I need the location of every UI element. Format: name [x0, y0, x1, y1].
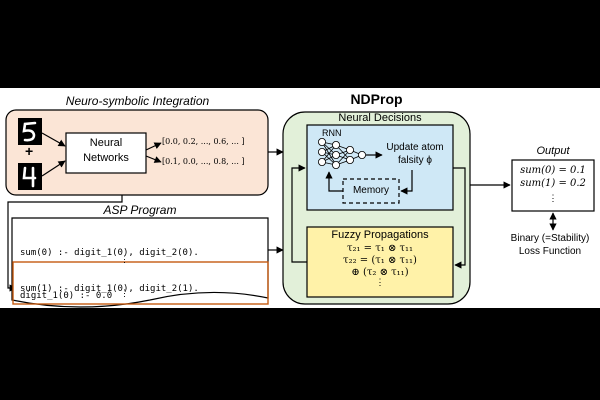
output-title: Output: [536, 145, 570, 157]
asp-rules: sum(0) :- digit_1(0), digit_2(0). sum(1)…: [20, 223, 199, 343]
update-to-memory-arrow: [400, 170, 413, 195]
fuzzy-propagations-box: [306, 226, 454, 298]
integration-to-facts-connector: [7, 195, 123, 292]
equation-tau22-cont: ⊕ (τ₂ ⊗ τ₁₁): [351, 267, 409, 278]
fuzzy-to-decisions-arrow: [291, 164, 307, 263]
fuzzy-equations: τ₂₁ = τ₁ ⊗ τ₁₁ τ₂₂ = (τ₁ ⊗ τ₁₁) ⊕ (τ₂ ⊗ …: [307, 243, 453, 288]
loss-line1: Binary (=Stability): [510, 233, 590, 244]
asp-rule: sum(1) :- digit_1(1), digit_2(0).: [20, 320, 199, 330]
rnn-label: RNN: [322, 128, 342, 138]
digit-five-to-nn-arrow: [41, 132, 66, 147]
update-line2: falsity ϕ: [398, 155, 432, 166]
neural-networks-label: Neural Networks: [66, 136, 146, 166]
nn-label-line1: Neural: [89, 137, 123, 149]
integration-title: Neuro-symbolic Integration: [65, 94, 210, 108]
loss-line2: Loss Function: [518, 246, 582, 257]
asp-rules-ellipsis: ⋮: [120, 254, 129, 264]
equation-tau22: τ₂₂ = (τ₁ ⊗ τ₁₁): [343, 255, 417, 266]
decisions-to-fuzzy-arrow: [453, 167, 466, 269]
asp-program-title: ASP Program: [103, 203, 177, 217]
output-sum1: sum(1) = 0.2: [520, 178, 586, 189]
neural-networks-box: [65, 132, 147, 174]
asp-fact: digit_2(0) :- 0.1: [20, 327, 113, 337]
output-box: [511, 159, 595, 212]
memory-label: Memory: [352, 185, 390, 196]
ndprop-title: NDProp: [350, 91, 403, 107]
asp-rule: sum(0) :- digit_1(0), digit_2(0).: [20, 248, 199, 258]
equation-tau21: τ₂₁ = τ₁ ⊗ τ₁₁: [346, 243, 414, 254]
mnist-digit-five-image: [18, 118, 42, 145]
digit-four-to-nn-arrow: [41, 160, 66, 177]
asp-facts-ellipsis: ⋮: [120, 288, 129, 298]
probability-vector-1: [0.0, 0.2, ..., 0.6, ... ]: [162, 137, 245, 146]
asp-facts-highlight: [12, 261, 269, 305]
nn-to-vector2-arrow: [145, 155, 162, 163]
plus-sign: +: [25, 143, 34, 159]
output-ellipsis: ⋮: [548, 193, 558, 203]
mnist-digit-four-image: [18, 163, 42, 190]
nn-label-line2: Networks: [83, 152, 129, 164]
neural-decisions-title: Neural Decisions: [338, 112, 422, 124]
loss-function-label: Binary (=Stability) Loss Function: [500, 232, 600, 258]
neural-decisions-box: [306, 124, 454, 211]
asp-fact: digit_1(0) :- 0.0: [20, 291, 113, 301]
asp-rule: sum(1) :- digit_1(0), digit_2(1).: [20, 284, 199, 294]
fuzzy-propagations-title: Fuzzy Propagations: [331, 229, 429, 241]
probability-vector-2: [0.1, 0.0, ..., 0.8, ... ]: [162, 157, 245, 166]
equations-ellipsis: ⋮: [375, 278, 385, 288]
update-atom-label: Update atom falsity ϕ: [382, 141, 448, 167]
memory-to-rnn-arrow: [325, 171, 343, 192]
nn-to-vector1-arrow: [145, 142, 162, 151]
neuron-network-icon: [317, 137, 366, 169]
output-values: sum(0) = 0.1 sum(1) = 0.2: [512, 164, 594, 190]
update-line1: Update atom: [386, 142, 444, 153]
asp-facts: digit_1(0) :- 0.0 digit_2(0) :- 0.1: [20, 266, 112, 350]
output-sum0: sum(0) = 0.1: [520, 165, 586, 176]
